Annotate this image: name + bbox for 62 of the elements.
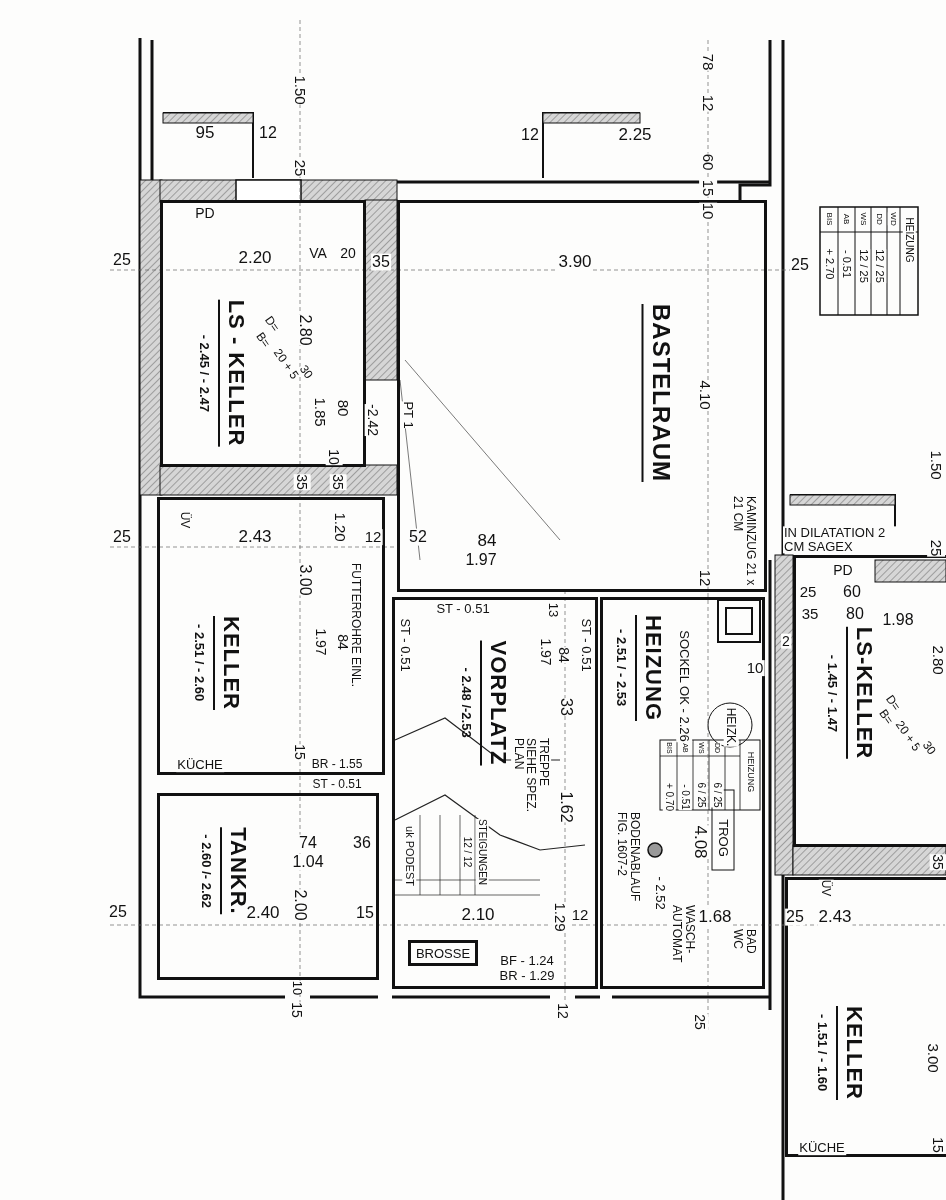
room-name: KELLER	[836, 1006, 867, 1100]
dimension-label: 35	[329, 474, 347, 490]
floor-level: - 2.60 /- 2.62	[199, 834, 214, 908]
note-text: ST - 0.51	[435, 602, 491, 616]
dimension-label: 1.68	[697, 908, 733, 926]
note-text: PT 1	[400, 401, 416, 429]
dimension-label: 52	[408, 528, 428, 546]
table-cell: 6 / 25	[710, 782, 724, 808]
dimension-label: 74	[298, 834, 318, 852]
note-text: BR - 1.55	[310, 757, 364, 771]
dimension-label: 2	[781, 633, 791, 649]
dimension-label: 10	[745, 660, 765, 676]
note-text: VA	[308, 245, 328, 261]
floor-level: - 2.51 / - 2.53	[614, 629, 629, 707]
note-text: BR - 1.29	[498, 969, 556, 983]
dimension-label: 35	[293, 474, 311, 490]
dimension-label: 10	[699, 202, 717, 220]
floor-level: - 2.45 / - 2.47	[197, 334, 212, 412]
table-cell: - 0.51	[678, 784, 692, 810]
dimension-label: 3.90	[557, 253, 593, 271]
dimension-label: 20	[339, 245, 357, 261]
dimension-label: 1.04	[291, 853, 325, 871]
dimension-label: 10	[325, 449, 343, 465]
labelled-box	[408, 940, 478, 966]
note-text: KÜCHE	[176, 758, 224, 772]
dimension-label: 35	[929, 854, 946, 870]
note-text: SOCKEL OK - 2.26	[676, 630, 692, 742]
note-text: WASCH- AUTOMAT	[669, 905, 697, 965]
note-text: ÜV	[818, 879, 834, 897]
dimension-label: 25	[798, 584, 818, 600]
dimension-label: 2.43	[817, 908, 853, 926]
floor-level: - 1.45 / - 1.47	[825, 654, 840, 732]
note-text: ST - 0.51	[311, 777, 363, 791]
dimension-label: 12	[570, 907, 590, 923]
note-text: STEIGUNGEN	[475, 818, 489, 886]
dimension-label: 15	[699, 179, 717, 197]
room-name: VORPLATZ	[480, 640, 511, 766]
room-name: LS-KELLER	[846, 626, 877, 760]
table-cell: HEIZUNG	[902, 217, 916, 263]
floor-level: - 2.51 / - 2.60	[192, 624, 207, 702]
room-name: KELLER	[213, 616, 244, 710]
room-name: LS - KELLER	[218, 299, 249, 447]
room-name: HEIZUNG	[635, 615, 666, 721]
room-outline	[392, 597, 598, 989]
dimension-label: 35	[800, 606, 820, 622]
floor-level: - 1.51 / - 1.60	[815, 1014, 830, 1092]
dimension-label: 25	[785, 908, 805, 926]
box-label: BROSSE	[415, 945, 471, 961]
dimension-label: 1.29	[551, 902, 569, 932]
dimension-label: 25	[927, 539, 945, 557]
floor-level: - 2.48 /-2.53	[459, 667, 474, 739]
dimension-label: 12	[363, 529, 383, 545]
note-text: PD	[832, 562, 854, 578]
note-text: BF - 1.24	[499, 954, 555, 968]
note-text: KÜCHE	[798, 1141, 846, 1155]
note-text: uk PODEST	[402, 826, 416, 886]
note-text: PD	[194, 205, 216, 221]
table-cell: + 0.70	[662, 782, 676, 812]
dimension-label: 25	[790, 256, 810, 274]
room-name: BASTELRAUM	[641, 304, 675, 482]
dimension-label: 35	[371, 253, 391, 271]
note-text: HEIZK.	[723, 707, 739, 747]
